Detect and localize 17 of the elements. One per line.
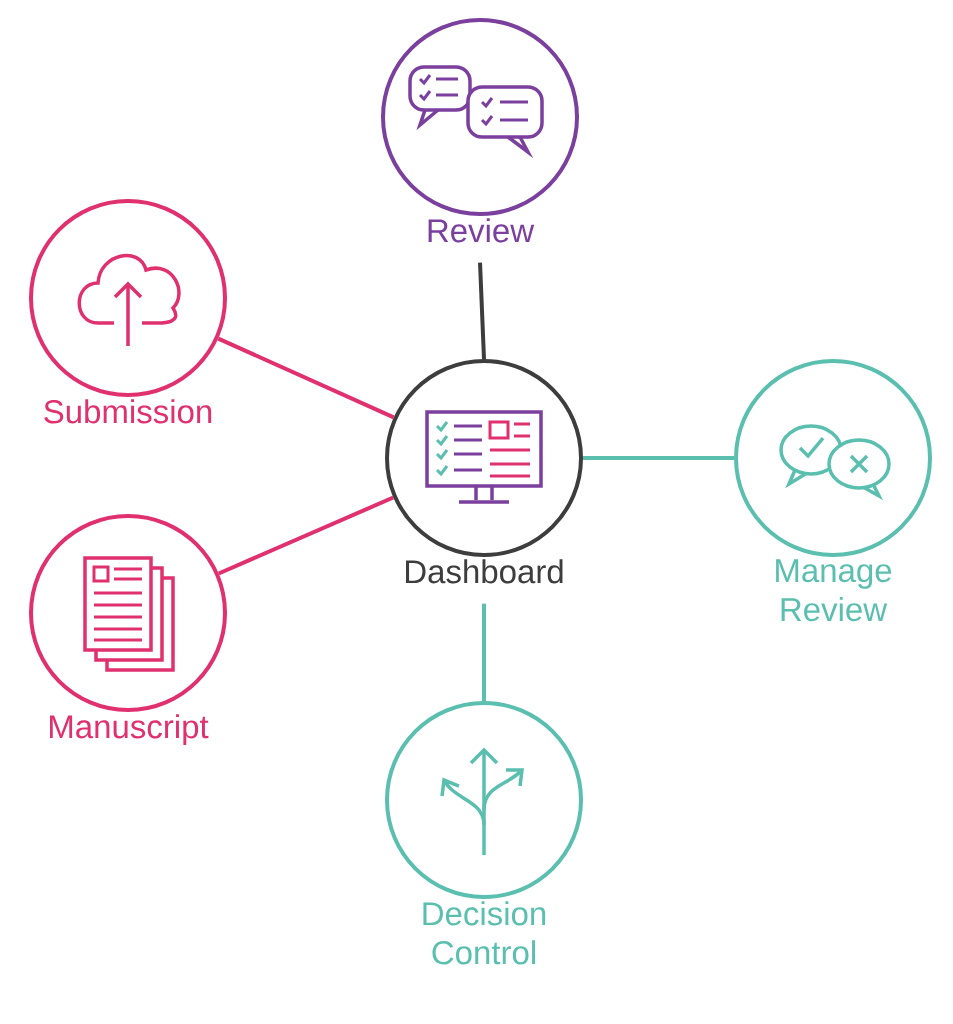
node-label: Submission — [44, 399, 212, 424]
circle-node: Review — [381, 18, 579, 243]
circle-node: Decision Control — [385, 701, 583, 965]
connector-line — [217, 495, 395, 576]
circle-node: Dashboard — [385, 359, 583, 584]
node-label: Manage Review — [776, 559, 892, 622]
circle-node: Submission — [29, 199, 227, 424]
connector-line — [217, 336, 395, 420]
node-label: Manuscript — [50, 714, 209, 745]
node-label: Decision Control — [423, 901, 546, 965]
connector-line — [482, 603, 486, 701]
circle-node: Manage Review — [734, 359, 932, 622]
node-label: Dashboard — [406, 559, 563, 584]
connector-line — [478, 262, 486, 360]
circle-node: Manuscript — [29, 514, 227, 745]
connector-line — [583, 456, 734, 460]
node-label: Review — [428, 218, 535, 243]
